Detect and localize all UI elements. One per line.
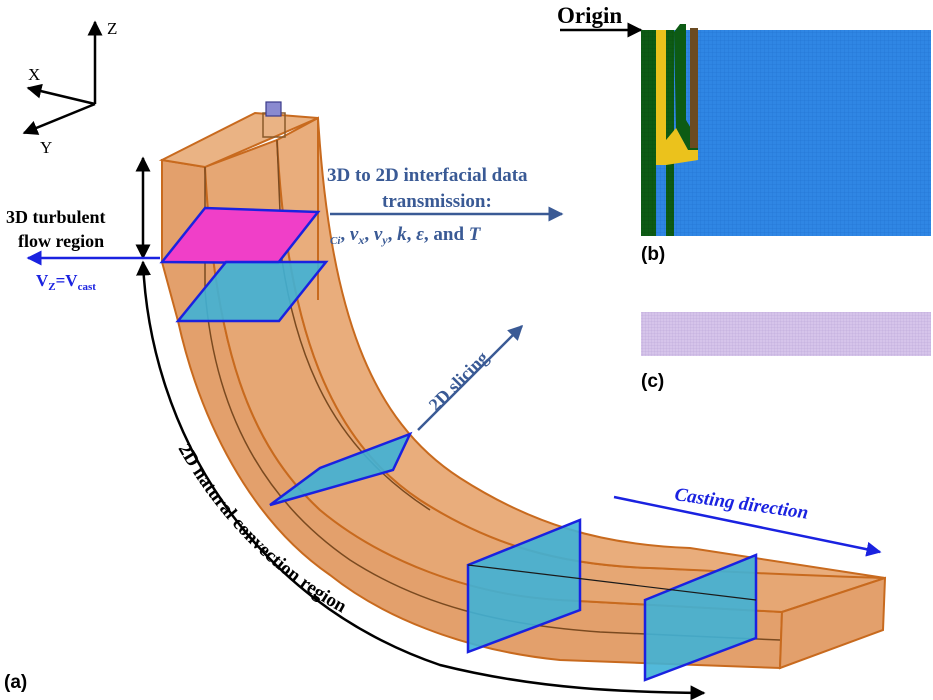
z-axis-label: Z bbox=[107, 19, 117, 38]
panel-c-label: (c) bbox=[641, 371, 664, 392]
x-axis-label: X bbox=[28, 65, 40, 84]
nozzle-icon bbox=[265, 101, 282, 117]
mesh-nozzle-slag bbox=[666, 128, 698, 165]
mesh-2d-slice bbox=[641, 312, 931, 356]
transmission-line1: 3D to 2D interfacial data bbox=[327, 165, 528, 186]
coordinate-axes: Z X Y bbox=[22, 19, 117, 157]
panel-b-label: (b) bbox=[641, 244, 665, 265]
mesh-shell-yellow bbox=[656, 30, 666, 165]
transmission-line2: transmission: bbox=[382, 191, 492, 212]
slicing-annotation: 2D slicing bbox=[417, 324, 524, 431]
y-axis-label: Y bbox=[40, 138, 52, 157]
panel-c-mesh: (c) bbox=[641, 312, 931, 392]
casting-direction-annotation: Casting direction bbox=[613, 484, 882, 557]
transmission-annotation: 3D to 2D interfacial data transmission: … bbox=[327, 165, 564, 247]
casting-direction-label: Casting direction bbox=[673, 484, 809, 524]
slicing-label: 2D slicing bbox=[425, 347, 493, 415]
mesh-nozzle-brown bbox=[690, 28, 698, 148]
y-axis-arrow bbox=[22, 102, 96, 135]
casting-speed-label: VZ=Vcast bbox=[36, 271, 96, 293]
turbulent-region-annotation: 3D turbulent flow region VZ=Vcast bbox=[6, 156, 160, 293]
mesh-nozzle-wall bbox=[674, 24, 698, 150]
origin-label: Origin bbox=[557, 3, 622, 28]
mesh-inner-wall bbox=[666, 30, 674, 236]
turbulent-label-line2: flow region bbox=[18, 231, 104, 251]
x-axis-arrow bbox=[26, 83, 96, 106]
transmission-variables: Ci, vx, vy, k, ε, and T bbox=[330, 224, 482, 247]
strand-end-face bbox=[778, 576, 887, 670]
turbulent-label-line1: 3D turbulent bbox=[6, 207, 106, 227]
mesh-mold-wall bbox=[641, 30, 656, 236]
panel-a-label: (a) bbox=[4, 672, 27, 693]
panel-b-mesh: Origin (b) bbox=[557, 3, 931, 265]
convection-arc-arrow bbox=[136, 260, 706, 700]
